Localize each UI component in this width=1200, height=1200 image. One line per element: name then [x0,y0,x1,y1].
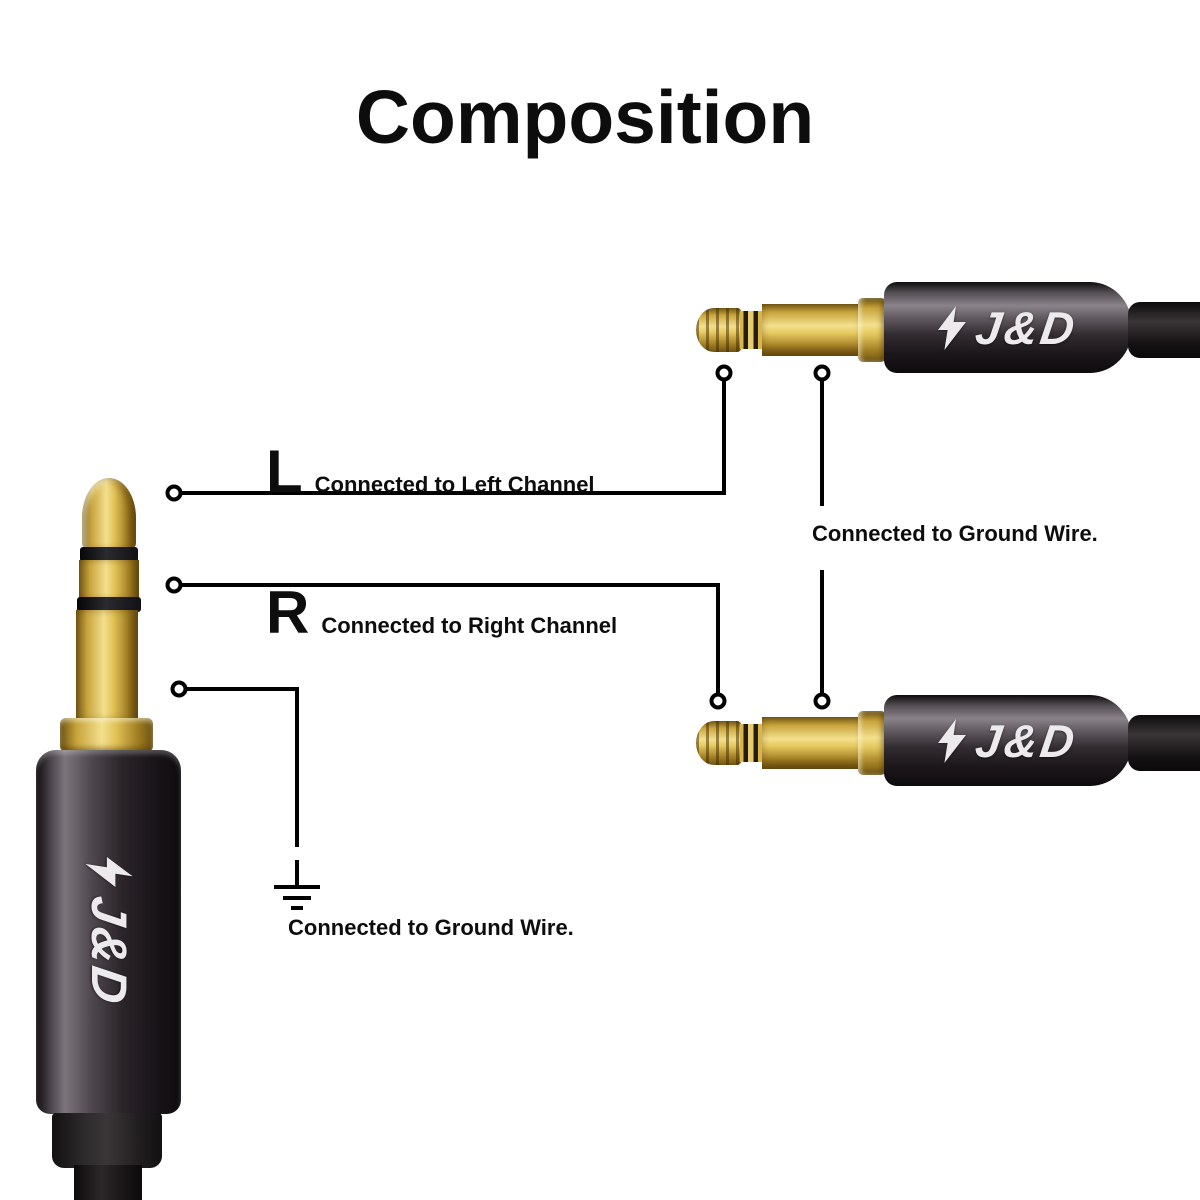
plug-collar [858,711,886,775]
left-channel-tag: L [266,438,303,505]
jd-logo: J&D [79,782,139,1082]
mono-plug-top-right: J&D [690,282,1200,373]
label-ground-wire-right: Connected to Ground Wire. [812,523,1098,545]
lightning-bolt-icon [938,718,967,763]
insulator-ring [740,311,764,349]
ground-wire-right-text: Connected to Ground Wire. [812,521,1098,546]
plug-sleeve [762,304,862,356]
brand-logo-text: J&D [972,714,1082,767]
jd-logo: J&D [884,282,1132,373]
right-channel-text: Connected to Right Channel [321,613,618,638]
brand-logo-text: J&D [80,893,137,1011]
label-left-channel: L Connected to Left Channel [266,442,595,502]
strain-relief [52,1113,162,1168]
plug-tip [696,721,742,765]
ground-wire-left-text: Connected to Ground Wire. [288,915,574,940]
insulator-ring-top [80,547,138,562]
connection-line-ground-left [186,687,299,847]
mono-plug-bottom-right: J&D [690,695,1200,786]
label-ground-wire-left: Connected to Ground Wire. [288,917,574,939]
right-channel-tag: R [266,579,310,646]
cable [1128,302,1200,358]
brand-logo-text: J&D [972,301,1082,354]
plug-ring-band [79,560,139,599]
insulator-ring [740,724,764,762]
cable [74,1165,142,1200]
plug-tip [82,478,136,550]
lightning-bolt-icon [84,857,133,888]
page-title: Composition [355,75,815,159]
stereo-plug-left: J&D [30,476,184,1200]
ground-symbol [274,860,320,910]
label-right-channel: R Connected to Right Channel [266,583,617,643]
jd-logo: J&D [884,695,1132,786]
insulator-ring-bottom [77,597,141,612]
plug-tip [696,308,742,352]
plug-sleeve [762,717,862,769]
left-channel-text: Connected to Left Channel [314,472,595,497]
plug-barrel: J&D [884,282,1132,373]
lightning-bolt-icon [938,305,967,350]
plug-collar [60,718,153,752]
plug-barrel: J&D [36,750,181,1114]
plug-sleeve [76,610,138,720]
plug-barrel: J&D [884,695,1132,786]
plug-collar [858,298,886,362]
cable [1128,715,1200,771]
